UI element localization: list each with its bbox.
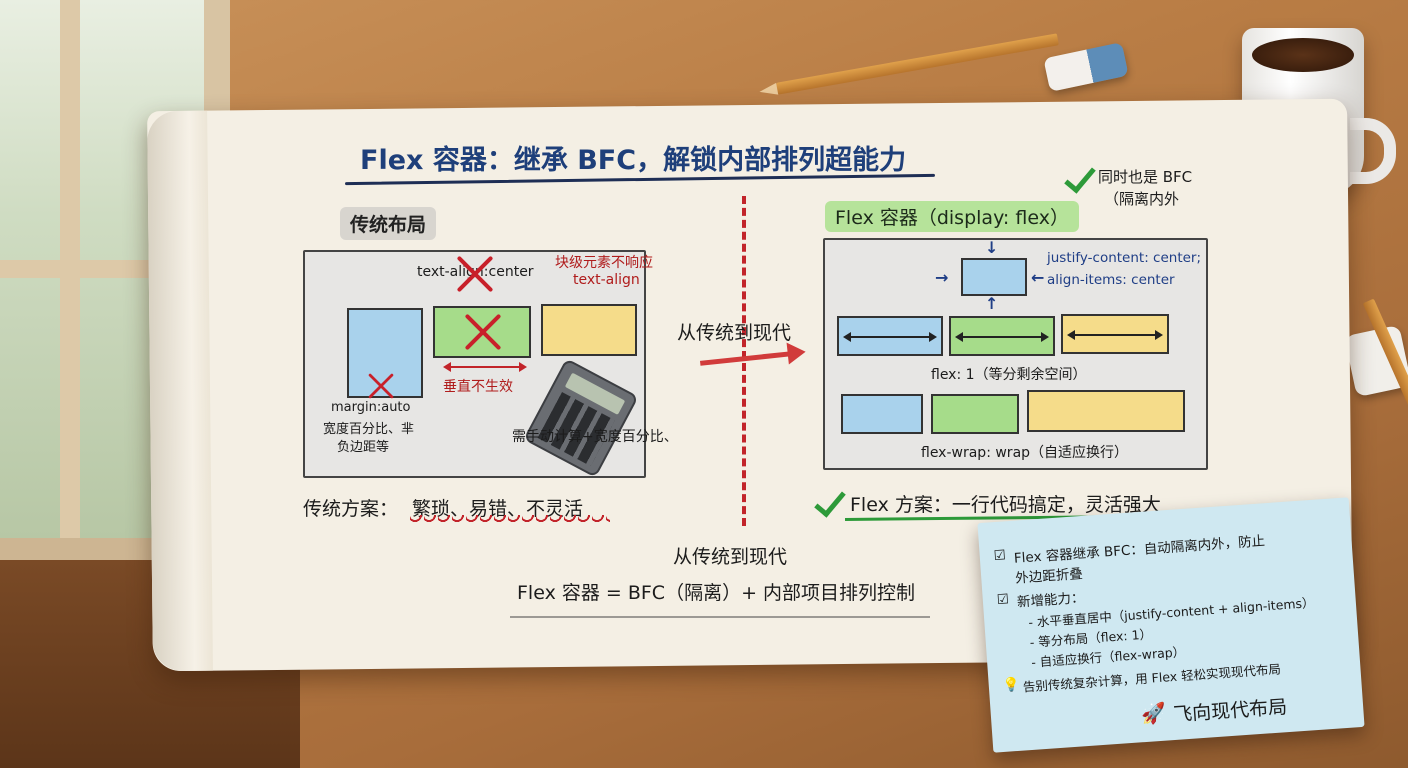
x-mark-icon	[461, 310, 505, 354]
arrow-up-icon: ↑	[985, 294, 999, 313]
arrow-left-icon: ←	[1031, 268, 1045, 287]
checkbox-icon: ☑	[993, 547, 1007, 565]
x-mark-icon	[453, 252, 497, 296]
transition-label: 从传统到现代	[677, 322, 792, 344]
flex1-arrow	[843, 332, 937, 342]
pencil-icon	[776, 33, 1059, 95]
summary-line1: 从传统到现代	[673, 546, 788, 568]
eraser-icon	[1043, 42, 1129, 92]
rocket-icon: 🚀	[1140, 700, 1167, 727]
wavy-underline	[410, 515, 610, 525]
flex1-arrow	[955, 332, 1049, 342]
margin-line1: margin:auto	[331, 400, 411, 415]
yellow-block	[541, 304, 637, 356]
traditional-conclusion-issues: 繁琐、易错、不灵活	[412, 498, 584, 520]
sticky-footer: 飞向现代布局	[1172, 696, 1288, 727]
vertical-label: 垂直不生效	[443, 379, 513, 395]
wrap-block-green	[931, 394, 1019, 434]
sticky-note: ☑ Flex 容器继承 BFC：自动隔离内外，防止 外边距折叠 ☑ 新增能力： …	[977, 497, 1365, 753]
flex-panel: ↓ → ← ↑ justify-content: center; align-i…	[823, 238, 1208, 470]
arrow-right-icon: →	[935, 268, 949, 287]
flex-conclusion: Flex 方案：一行代码搞定，灵活强大	[850, 494, 1161, 516]
diagram-title: Flex 容器：继承 BFC，解锁内部排列超能力	[360, 145, 907, 176]
lightbulb-icon: 💡	[1002, 676, 1021, 694]
margin-line3: 负边距等	[337, 440, 390, 455]
traditional-conclusion-prefix: 传统方案：	[303, 498, 399, 520]
checkbox-icon: ☑	[996, 591, 1010, 609]
sticky-item1-line2: 外边距折叠	[1014, 566, 1084, 587]
wrap-block-yellow	[1027, 390, 1185, 432]
arrow-down-icon: ↓	[985, 238, 999, 257]
sticky-item2-title: 新增能力：	[1016, 589, 1085, 611]
bfc-note-line1: 同时也是 BFC	[1098, 168, 1193, 186]
margin-line2: 宽度百分比、芈	[323, 422, 415, 437]
sticky-item1-line1: Flex 容器继承 BFC：自动隔离内外，防止	[1013, 533, 1266, 567]
center-line2: align-items: center	[1047, 272, 1175, 288]
wrap-block-blue	[841, 394, 923, 434]
x-mark-icon	[366, 371, 397, 402]
horizontal-arrow	[443, 362, 527, 372]
wrap-label: flex-wrap: wrap（自适应换行）	[921, 445, 1129, 461]
center-line1: justify-content: center;	[1047, 250, 1202, 266]
manual-calc-label: 需手动计算+宽度百分比、	[512, 429, 678, 445]
bfc-note-line2: （隔离内外	[1104, 190, 1180, 208]
traditional-header: 传统布局	[340, 207, 437, 240]
block-note-line2: text-align	[573, 272, 640, 288]
block-note-line1: 块级元素不响应	[555, 255, 653, 271]
mug-handle	[1350, 118, 1396, 184]
summary-underline	[510, 616, 930, 618]
summary-line2: Flex 容器 = BFC（隔离）+ 内部项目排列控制	[517, 582, 916, 604]
flex1-label: flex: 1（等分剩余空间）	[931, 367, 1087, 383]
centered-block	[961, 258, 1027, 296]
flex-header: Flex 容器（display: flex）	[825, 201, 1079, 232]
flex1-arrow	[1067, 330, 1163, 340]
